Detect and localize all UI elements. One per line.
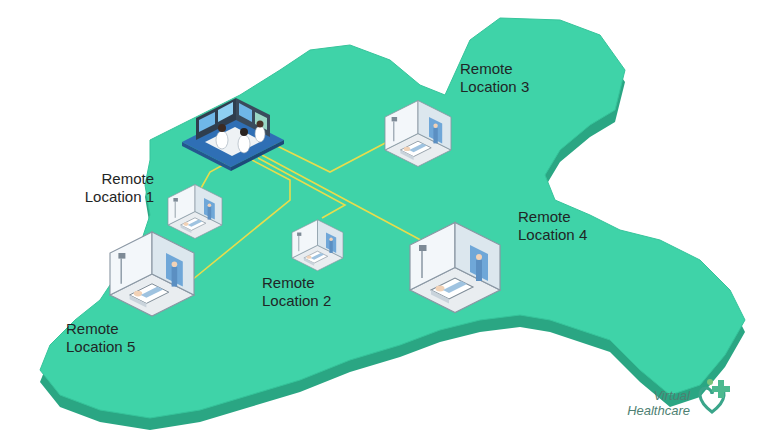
location-name: Remote Location 5 <box>66 320 158 356</box>
location-label: Remote Location 4 <box>518 208 610 244</box>
location-name: Remote Location 1 <box>70 170 154 206</box>
location-name: Remote Location 3 <box>460 60 552 96</box>
logo-text: Virtual Healthcare <box>618 388 690 418</box>
location-label: Remote Location 3 <box>460 60 552 96</box>
location-label: Remote Location 5 <box>66 320 158 356</box>
location-name: Remote Location 4 <box>518 208 610 244</box>
location-label: Remote Location 2 <box>262 274 354 310</box>
location-label: Remote Location 1 <box>70 170 154 206</box>
location-name: Remote Location 2 <box>262 274 354 310</box>
